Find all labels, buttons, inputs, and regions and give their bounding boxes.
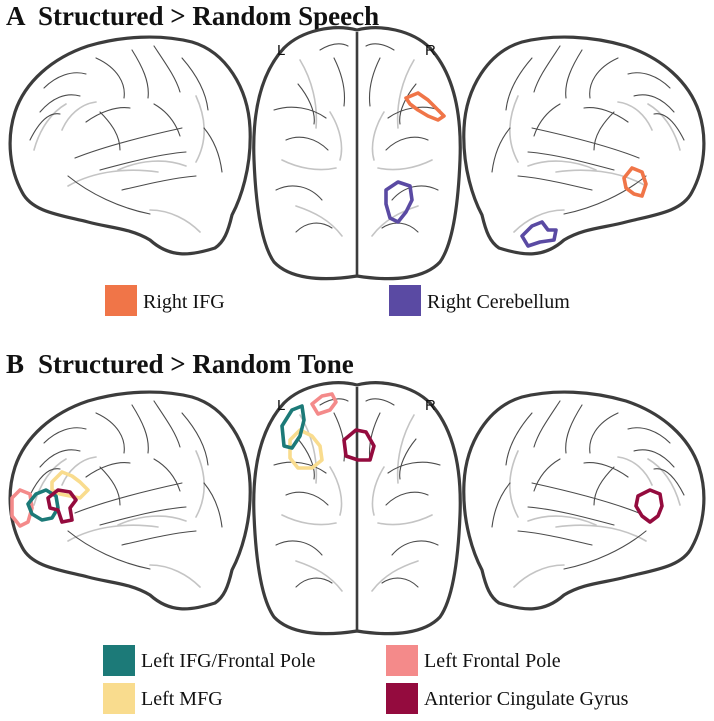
left-ifg-frontal-pole-region-lateral — [26, 488, 60, 522]
left-ifg-frontal-pole-region-axial — [280, 404, 306, 450]
panel-b-left-lateral-brain — [8, 390, 252, 611]
anterior-cingulate-gyrus-region-axial — [342, 428, 376, 462]
panel-a-left-lateral-brain — [8, 35, 252, 256]
panel-a-right-lateral-brain — [464, 37, 704, 254]
anterior-cingulate-gyrus-label: Anterior Cingulate Gyrus — [424, 688, 629, 710]
panel-a-letter: A — [6, 1, 26, 31]
right-cerebellum-region-lateral — [520, 220, 558, 248]
right-ifg-swatch — [105, 285, 137, 316]
right-cerebellum-label: Right Cerebellum — [427, 291, 570, 313]
anterior-cingulate-gyrus-region-lateral-left — [46, 488, 78, 524]
left-ifg-frontal-pole-label: Left IFG/Frontal Pole — [141, 650, 316, 672]
panel-a-hemisphere-right-label: R — [425, 42, 436, 59]
anterior-cingulate-gyrus-region-lateral-right — [634, 488, 664, 524]
panel-a-title: Structured > Random Speech — [38, 1, 379, 31]
panel-a-legend: Right IFG Right Cerebellum — [105, 285, 570, 316]
left-frontal-pole-region-axial — [310, 392, 338, 416]
right-cerebellum-region-axial — [384, 180, 414, 224]
left-mfg-swatch — [103, 683, 135, 714]
panel-b-title: Structured > Random Tone — [38, 349, 354, 379]
left-ifg-frontal-pole-swatch — [103, 645, 135, 676]
panel-b-hemisphere-right-label: R — [425, 397, 436, 414]
panel-a-axial-brain — [252, 26, 462, 281]
panel-b-right-lateral-brain — [464, 392, 704, 609]
right-ifg-region-lateral — [622, 166, 648, 198]
left-mfg-label: Left MFG — [141, 688, 223, 710]
left-frontal-pole-label: Left Frontal Pole — [424, 650, 561, 672]
left-frontal-pole-region-lateral — [10, 488, 34, 528]
right-ifg-region-axial — [404, 91, 446, 122]
panel-b-legend: Left IFG/Frontal Pole Left Frontal Pole … — [103, 645, 629, 714]
panel-b-hemisphere-left-label: L — [277, 397, 285, 414]
left-frontal-pole-swatch — [386, 645, 418, 676]
panel-a: A Structured > Random Speech L R Right I… — [6, 1, 704, 316]
right-cerebellum-swatch — [389, 285, 421, 316]
panel-a-hemisphere-left-label: L — [277, 42, 285, 59]
panel-b-letter: B — [6, 349, 24, 379]
panel-b: B Structured > Random Tone L R Left IFG/… — [6, 349, 704, 714]
anterior-cingulate-gyrus-swatch — [386, 683, 418, 714]
left-mfg-region-axial — [288, 428, 324, 470]
right-ifg-label: Right IFG — [143, 291, 225, 313]
